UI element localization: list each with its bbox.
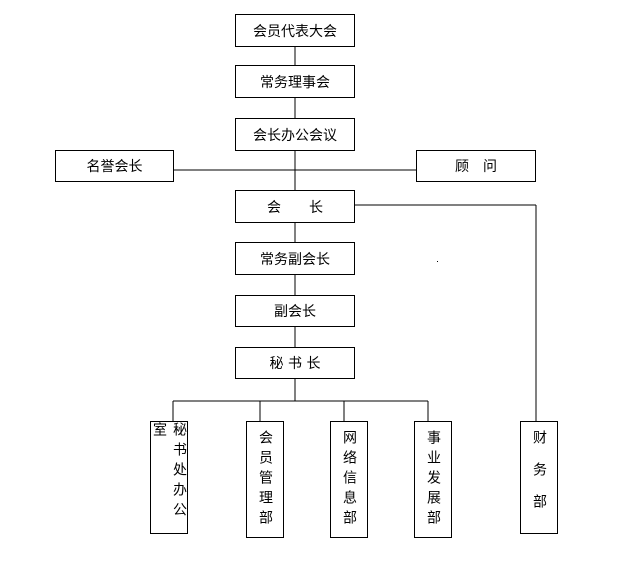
standing-council-box: 常务理事会: [235, 65, 355, 98]
secretary-general-box: 秘 书 长: [235, 347, 355, 379]
president-office-meeting-box: 会长办公会议: [235, 118, 355, 151]
stray-dot-mark: [437, 261, 438, 262]
executive-vice-president-box: 常务副会长: [235, 242, 355, 275]
department-box-secretariat: 秘书处办公室: [150, 421, 188, 534]
department-box-business-development: 事业发展部: [414, 421, 452, 538]
advisor-box: 顾 问: [416, 150, 536, 182]
vice-president-box: 副会长: [235, 295, 355, 327]
finance-department-box: 财务部: [520, 421, 558, 534]
president-box: 会 长: [235, 190, 355, 223]
department-box-network-info: 网络信息部: [330, 421, 368, 538]
department-box-membership: 会员管理部: [246, 421, 284, 538]
general-assembly-box: 会员代表大会: [235, 14, 355, 47]
honorary-president-box: 名誉会长: [55, 150, 174, 182]
